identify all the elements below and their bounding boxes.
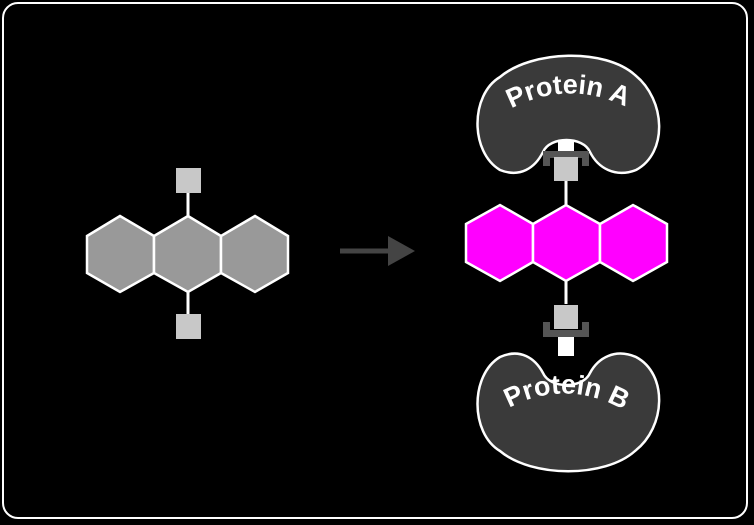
gray-ring-right <box>219 214 290 294</box>
protein-b-clamp <box>543 322 589 337</box>
reaction-arrow <box>340 236 415 266</box>
top-tag-bound <box>554 157 578 181</box>
active-complex: Protein A Protein B <box>464 54 669 473</box>
inactive-molecule <box>85 168 290 339</box>
protein-a: Protein A <box>476 54 661 175</box>
magenta-ring-middle <box>531 203 602 283</box>
magenta-ring-left <box>464 203 535 283</box>
protein-b: Protein B <box>476 352 661 473</box>
magenta-ring-right <box>598 203 669 283</box>
protein-a-shape <box>476 54 661 175</box>
diagram-frame <box>2 2 748 519</box>
protein-a-clamp <box>543 151 589 166</box>
bottom-tag <box>176 314 201 339</box>
top-tag <box>176 168 201 193</box>
gray-ring-middle <box>152 214 223 294</box>
bottom-tag-bound <box>554 305 578 329</box>
gray-ring-left <box>85 214 156 294</box>
protein-b-shape <box>476 352 661 473</box>
